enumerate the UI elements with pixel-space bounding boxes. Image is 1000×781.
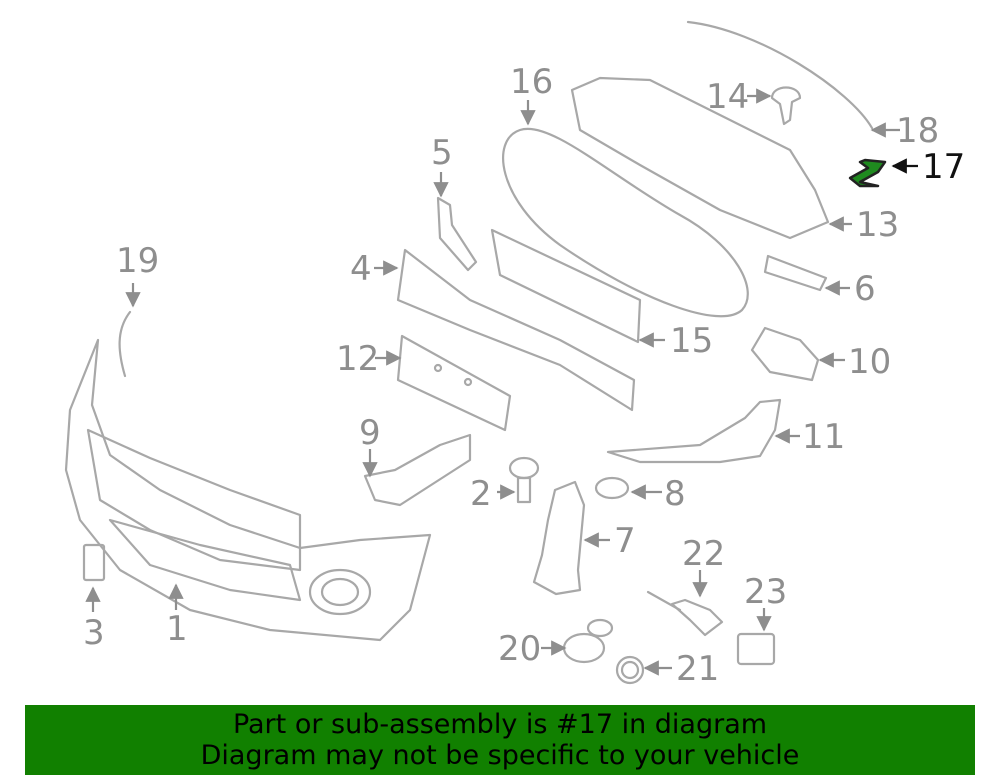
callout-19: 19 [116, 241, 159, 281]
molding-strip-part[interactable] [118, 310, 132, 378]
bolt-part[interactable] [508, 456, 540, 504]
info-banner: Part or sub-assembly is #17 in diagram D… [25, 705, 975, 775]
callout-15: 15 [670, 321, 713, 361]
air-duct-part[interactable] [363, 433, 472, 507]
callout-18: 18 [896, 111, 939, 151]
callout-6: 6 [854, 269, 876, 309]
lower-grille-part[interactable] [490, 228, 642, 344]
fog-lamp-bezel-part[interactable] [750, 326, 820, 382]
callout-23: 23 [744, 572, 787, 612]
callout-8: 8 [664, 474, 686, 514]
push-clip-part[interactable] [594, 476, 630, 500]
sensor-ring-part[interactable] [615, 655, 645, 685]
grille-frame-part[interactable] [502, 127, 749, 318]
bumper-cover-part[interactable] [64, 338, 432, 642]
callout-22: 22 [682, 534, 725, 574]
small-bracket-part[interactable] [82, 543, 106, 582]
callout-10: 10 [848, 342, 891, 382]
license-plate-bracket-part[interactable] [396, 334, 512, 432]
callout-2: 2 [470, 474, 492, 514]
callout-3: 3 [83, 613, 105, 653]
callout-17-highlighted: 17 [922, 147, 965, 187]
parts-diagram: 1 2 3 4 5 6 7 8 9 10 11 12 13 14 15 16 1… [64, 20, 965, 689]
callout-16: 16 [510, 62, 553, 102]
upper-bracket-part[interactable] [436, 196, 478, 272]
temperature-sensor-part[interactable] [646, 590, 724, 637]
callout-14: 14 [706, 77, 749, 117]
callout-7: 7 [614, 521, 636, 561]
upper-trim-part[interactable] [686, 20, 874, 130]
connector-part[interactable] [736, 632, 776, 666]
callout-4: 4 [350, 249, 372, 289]
clip-part[interactable] [770, 86, 802, 126]
highlighted-seal-part[interactable] [848, 158, 887, 188]
banner-line-2: Diagram may not be specific to your vehi… [200, 740, 800, 771]
callout-20: 20 [498, 629, 541, 669]
callout-9: 9 [359, 413, 381, 453]
callout-21: 21 [676, 649, 719, 689]
callout-13: 13 [856, 205, 899, 245]
reinforcement-bar-part[interactable] [396, 248, 636, 412]
callout-1: 1 [166, 609, 188, 649]
parking-sensor-part[interactable] [562, 618, 614, 664]
callout-12: 12 [336, 339, 379, 379]
grille-carrier-part[interactable] [570, 76, 830, 240]
callout-11: 11 [802, 417, 845, 457]
banner-line-1: Part or sub-assembly is #17 in diagram [232, 709, 768, 740]
side-bracket-part[interactable] [763, 254, 828, 292]
callout-5: 5 [431, 133, 453, 173]
lower-bracket-part[interactable] [532, 480, 586, 596]
side-trim-part[interactable] [606, 398, 782, 464]
